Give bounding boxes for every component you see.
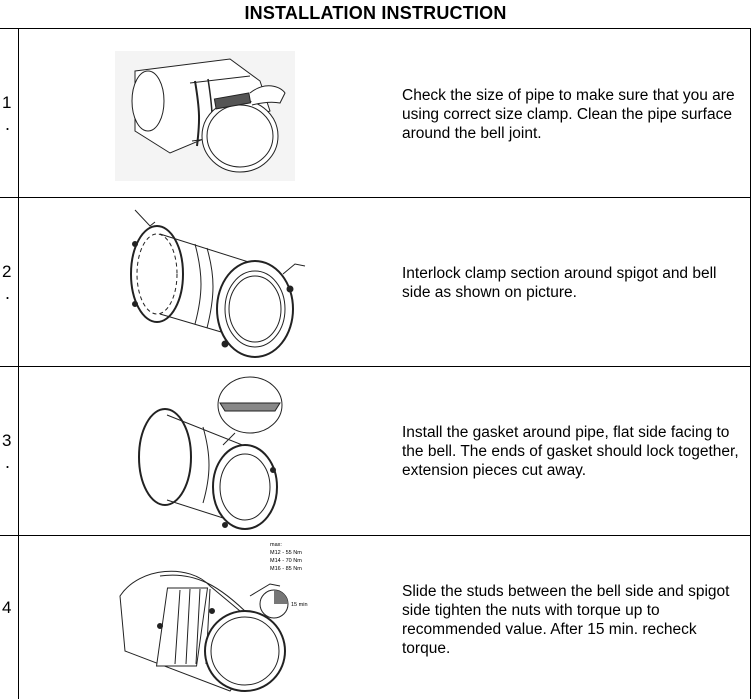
torque-row: M12 - 55 Nm: [270, 550, 302, 556]
step-text: Check the size of pipe to make sure that…: [402, 86, 747, 143]
step-row-1: 1 . Check the size of pipe to make sure …: [0, 28, 751, 198]
step-3-illustration: [125, 375, 285, 533]
step-row-3: 3 . Install the gasket around pipe, flat…: [0, 366, 751, 536]
step-row-4: 4 max: M12 - 55 Nm M14 - 70 Nm M16 - 85 …: [0, 535, 751, 699]
torque-row: M14 - 70 Nm: [270, 558, 302, 564]
step-number: 1: [2, 93, 11, 113]
step-marker: .: [5, 119, 10, 129]
step-2-illustration: [115, 204, 315, 364]
torque-table: max: M12 - 55 Nm M14 - 70 Nm M16 - 85 Nm: [268, 540, 328, 580]
step-text: Install the gasket around pipe, flat sid…: [402, 423, 747, 480]
step-number: 3: [2, 431, 11, 451]
step-text: Slide the studs between the bell side an…: [402, 582, 747, 658]
timer-label: 15 min: [291, 602, 308, 608]
step-row-2: 2 . Interlock clamp section around spigo…: [0, 197, 751, 367]
page-title: INSTALLATION INSTRUCTION: [0, 0, 751, 28]
timer-icon: 15 min: [258, 588, 320, 622]
step-number: 4: [2, 598, 11, 618]
step-marker: .: [5, 457, 10, 467]
step-marker: .: [5, 288, 10, 298]
step-text: Interlock clamp section around spigot an…: [402, 264, 747, 302]
step-number: 2: [2, 262, 11, 282]
torque-heading: max:: [270, 542, 282, 548]
step-1-illustration: [100, 41, 300, 191]
torque-row: M16 - 85 Nm: [270, 566, 302, 572]
